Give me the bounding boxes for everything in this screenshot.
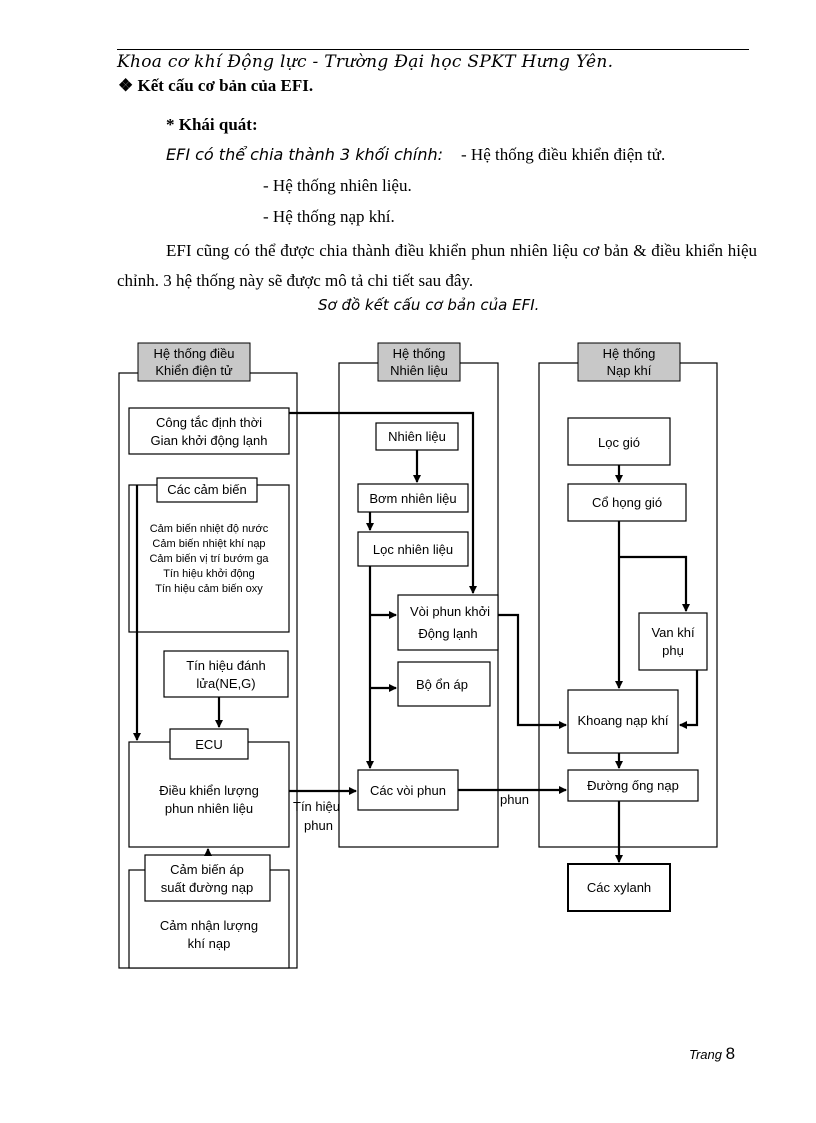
switch-line1: Công tắc định thời [156, 415, 262, 430]
map-sensor-line1: Cảm biến áp [170, 862, 244, 877]
arrow-switch-to-cold-injector [289, 411, 477, 594]
sensors-title: Các cảm biến [167, 482, 246, 497]
col3-title-line1: Hệ thống [603, 346, 656, 361]
air-filter-label: Lọc gió [598, 435, 640, 450]
arrow-cold-injector-to-chamber [498, 613, 567, 729]
switch-line2: Gian khởi động lạnh [151, 433, 268, 448]
air-sense-line2: khí nạp [188, 936, 231, 951]
col1-title-line1: Hệ thống điều [154, 346, 235, 361]
fuel-label: Nhiên liệu [388, 429, 446, 444]
injectors-box [357, 769, 459, 811]
bullet-item: - Hệ thống điều khiển điện tử. [461, 145, 666, 164]
manifold-label: Đường ống nạp [587, 778, 679, 793]
pump-label: Bơm nhiên liệu [369, 491, 456, 506]
signal-label-line2: phun [304, 818, 333, 833]
cold-start-switch-box [128, 407, 290, 455]
sensors-title-box [156, 477, 258, 503]
cold-injector-line1: Vòi phun khởi [410, 604, 490, 619]
ecu-control-line1: Điều khiển lượng [159, 783, 259, 798]
body-paragraph: EFI cũng có thể được chia thành điều khi… [117, 241, 757, 290]
pump-box [357, 483, 469, 513]
ignition-line1: Tín hiệu đánh [186, 658, 266, 673]
col3-title-line2: Nạp khí [607, 363, 652, 378]
bullet-item: - Hệ thống nạp khí. [263, 207, 395, 226]
cold-injector-line2: Động lạnh [418, 626, 477, 641]
filter-box [357, 531, 469, 567]
ecu-title-box [169, 728, 249, 760]
throttle-label: Cổ họng gió [592, 495, 662, 510]
fuel-box [375, 422, 459, 451]
air-filter-box [567, 417, 671, 466]
page-header: Khoa cơ khí Động lực - Trường Đại học SP… [117, 52, 614, 72]
cylinders-label: Các xylanh [587, 880, 651, 895]
arrow-aux-valve-to-chamber [679, 670, 699, 729]
header-rule [117, 49, 749, 50]
injectors-label: Các vòi phun [370, 783, 446, 798]
col3-title-box [577, 342, 681, 382]
sensor-item: Cảm biến nhiệt khí nạp [152, 538, 265, 550]
page-number: Trang 8 [689, 1044, 735, 1064]
intro-text: EFI có thể chia thành 3 khối chính: [166, 145, 444, 164]
sensors-box [128, 484, 290, 633]
subheading: * Khái quát: [166, 115, 258, 134]
signal-label-line1: Tín hiệu [293, 799, 340, 814]
section-title: ❖ Kết cấu cơ bản của EFI. [118, 76, 314, 95]
ecu-label: ECU [195, 737, 222, 752]
aux-valve-box [638, 612, 708, 671]
chamber-box [567, 689, 679, 754]
cylinders-box [567, 863, 671, 912]
air-sense-line1: Cảm nhận lượng [160, 918, 258, 933]
manifold-box [567, 769, 699, 802]
chamber-label: Khoang nạp khí [577, 713, 668, 728]
ecu-control-line2: phun nhiên liệu [165, 801, 253, 816]
sensor-item: Cảm biến nhiệt độ nước [150, 523, 269, 535]
col2-title-box [377, 342, 461, 382]
spray-label: phun [500, 792, 529, 807]
regulator-box [397, 661, 491, 707]
aux-valve-line1: Van khí [651, 625, 695, 640]
cold-injector-box [397, 594, 499, 651]
regulator-label: Bộ ổn áp [416, 677, 468, 692]
diagram-caption: Sơ đồ kết cấu cơ bản của EFI. [318, 296, 540, 314]
col2-title-line2: Nhiên liệu [390, 363, 448, 378]
throttle-box [567, 483, 687, 522]
col1-title-line2: Khiển điện tử [155, 363, 233, 378]
sensor-item: Tín hiệu cảm biến oxy [155, 583, 263, 595]
page-label: Trang [689, 1047, 722, 1062]
ignition-line2: lửa(NE,G) [196, 676, 255, 691]
filter-label: Lọc nhiên liệu [373, 542, 453, 557]
col2-title-line1: Hệ thống [393, 346, 446, 361]
col1-title-box [137, 342, 251, 382]
sensor-item: Tín hiệu khởi động [163, 568, 255, 580]
sensor-item: Cảm biến vị trí bướm ga [149, 553, 269, 565]
arrow-to-aux-valve [619, 555, 690, 612]
map-sensor-line2: suất đường nạp [161, 880, 253, 895]
aux-valve-line2: phụ [662, 643, 684, 658]
page-number-value: 8 [725, 1044, 736, 1063]
bullet-item: - Hệ thống nhiên liệu. [263, 176, 412, 195]
ignition-signal-box [163, 650, 289, 698]
